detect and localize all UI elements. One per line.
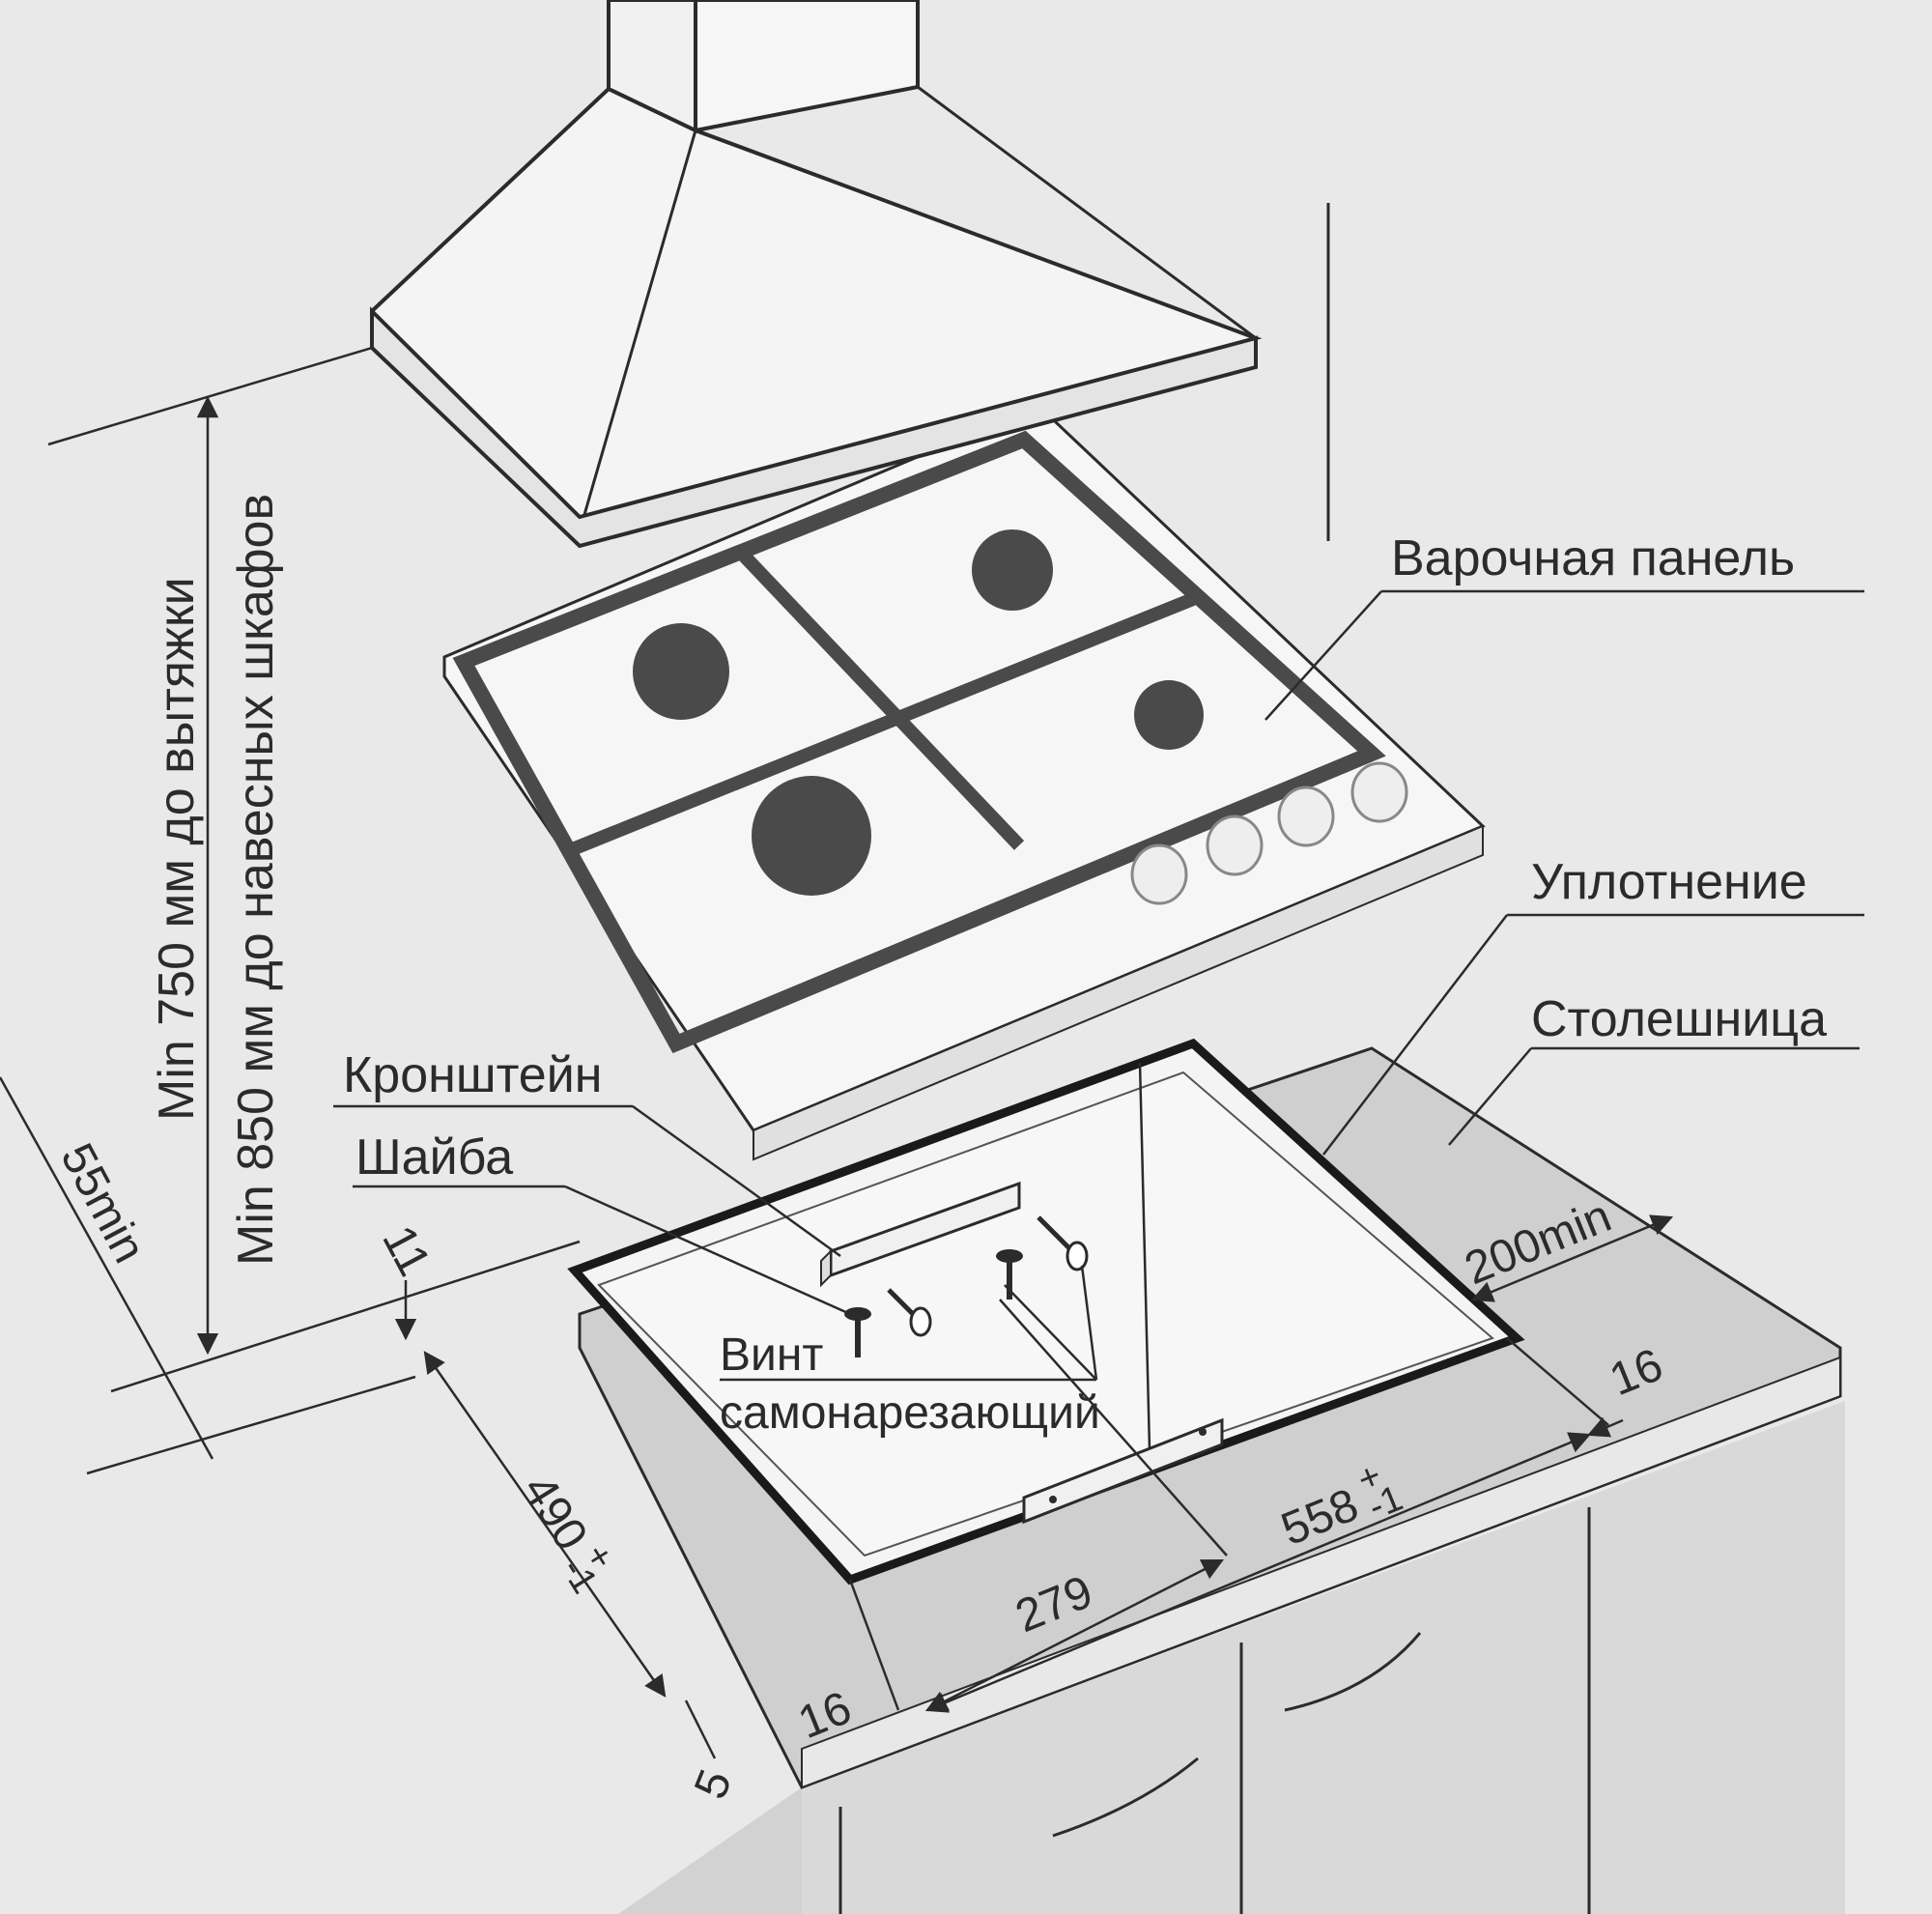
cabinet-clearance-label: Min 850 мм до навесных шкафов	[228, 494, 284, 1266]
bracket-top	[820, 1181, 1021, 1288]
cabinet-handle-left	[1052, 1757, 1199, 1838]
hood-clearance-label: Min 750 мм до вытяжки	[149, 577, 205, 1121]
half-width-279-arrow	[924, 1558, 1225, 1712]
screw-label-line2: самонарезающий	[720, 1387, 1100, 1439]
bracket-label: Кронштейн	[343, 1047, 602, 1103]
clearance-200-arrow	[1470, 1214, 1674, 1302]
depth-490-arrow	[423, 1351, 667, 1698]
countertop-label: Столешница	[1531, 991, 1827, 1047]
dim-5: 5	[685, 1763, 742, 1807]
dimension-lines	[0, 346, 1674, 1759]
hob-label: Варочная панель	[1391, 530, 1795, 586]
range-hood	[370, 0, 1330, 549]
washer-icon	[844, 1249, 1023, 1357]
burner-rear-right	[972, 529, 1053, 611]
washer-label: Шайба	[355, 1129, 513, 1186]
burner-front-left	[752, 776, 871, 896]
dim-55min: 55min	[50, 1135, 155, 1271]
screw-icon	[887, 1215, 1089, 1337]
burner-front-right	[1134, 680, 1204, 750]
screw-label-line1: Винт	[720, 1329, 823, 1381]
burner-rear-left	[633, 623, 729, 720]
hob	[442, 404, 1486, 1161]
leader-lines	[333, 589, 1864, 1382]
dim-490-value: 490	[513, 1467, 597, 1559]
seal-label: Уплотнение	[1531, 854, 1807, 910]
dim-11: 11	[372, 1217, 440, 1284]
dim-490: 490 + -1	[513, 1467, 622, 1601]
control-knobs	[1130, 761, 1408, 905]
